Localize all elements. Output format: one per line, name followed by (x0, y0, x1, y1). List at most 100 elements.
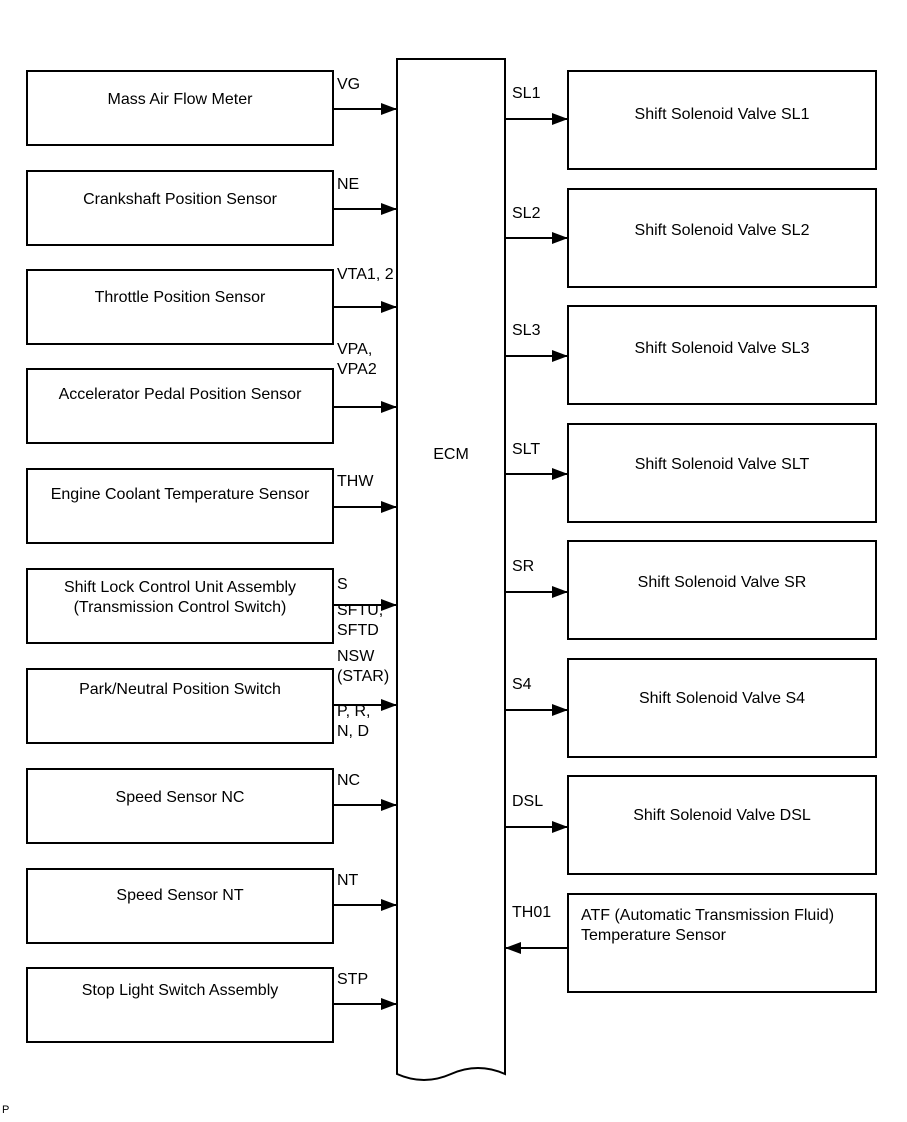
mass-air-flow-meter-signal: VG (337, 75, 360, 95)
stop-light-switch-assembly-signal: STP (337, 970, 368, 990)
text-line: NC (337, 772, 361, 789)
shift-solenoid-valve-slt-box: Shift Solenoid Valve SLT (567, 423, 877, 523)
speed-sensor-nt-box: Speed Sensor NT (26, 868, 334, 944)
shift-solenoid-valve-slt-arrow (506, 468, 568, 480)
park-neutral-position-switch-signal-below: P, R, N, D (337, 702, 371, 742)
text-line: VTA1, 2 (337, 266, 394, 283)
atf-temperature-sensor-label: ATF (Automatic Transmission Fluid) Temper… (581, 906, 875, 946)
text-line: P, R, (337, 703, 371, 720)
text-line: NSW (337, 648, 375, 665)
text-line: Crankshaft Position Sensor (83, 191, 277, 208)
shift-solenoid-valve-s4-signal: S4 (512, 676, 532, 693)
shift-solenoid-valve-sl1-box: Shift Solenoid Valve SL1 (567, 70, 877, 170)
shift-solenoid-valve-sl2-signal: SL2 (512, 205, 541, 222)
text-line: Shift Solenoid Valve SR (637, 574, 807, 591)
corner-mark: P (2, 1104, 10, 1116)
text-line: Temperature Sensor (581, 927, 726, 944)
throttle-position-sensor-label: Throttle Position Sensor (28, 288, 332, 308)
text-line: Shift Solenoid Valve DSL (633, 807, 811, 824)
shift-solenoid-valve-sl3-box: Shift Solenoid Valve SL3 (567, 305, 877, 405)
stop-light-switch-assembly-box: Stop Light Switch Assembly (26, 967, 334, 1043)
shift-lock-control-unit-assembly-arrow (334, 599, 397, 611)
speed-sensor-nc-label: Speed Sensor NC (28, 788, 332, 808)
speed-sensor-nt-label: Speed Sensor NT (28, 886, 332, 906)
shift-solenoid-valve-sl1-arrow (506, 113, 568, 125)
throttle-position-sensor-arrow (334, 301, 397, 313)
shift-lock-control-unit-assembly-signal: S (337, 575, 348, 595)
shift-solenoid-valve-sl1-label: Shift Solenoid Valve SL1 (569, 105, 875, 125)
stop-light-switch-assembly-label: Stop Light Switch Assembly (28, 981, 332, 1001)
shift-lock-control-unit-assembly-signal-below: SFTU,SFTD (337, 601, 383, 641)
text-line: Speed Sensor NT (116, 887, 244, 904)
text-line: NE (337, 176, 360, 193)
accelerator-pedal-position-sensor-box: Accelerator Pedal Position Sensor (26, 368, 334, 444)
text-line: Shift Solenoid Valve S4 (638, 690, 806, 707)
text-line: Shift Solenoid Valve SL2 (634, 222, 810, 239)
text-line: Shift Lock Control Unit Assembly (63, 579, 297, 596)
text-line: Speed Sensor NC (115, 789, 245, 806)
text-line: VG (337, 76, 361, 93)
crankshaft-position-sensor-arrow (334, 203, 397, 215)
text-line: N, D (337, 723, 369, 740)
engine-coolant-temperature-sensor-signal: THW (337, 472, 373, 492)
shift-solenoid-valve-s4-label: Shift Solenoid Valve S4 (569, 689, 875, 709)
shift-solenoid-valve-sr-signal: SR (512, 558, 535, 575)
speed-sensor-nt-arrow (334, 899, 397, 911)
shift-solenoid-valve-sl3-arrow (506, 350, 568, 362)
throttle-position-sensor-box: Throttle Position Sensor (26, 269, 334, 345)
atf-temperature-sensor-arrow (505, 942, 567, 954)
mass-air-flow-meter-label: Mass Air Flow Meter (28, 90, 332, 110)
text-line: Throttle Position Sensor (94, 289, 266, 306)
crankshaft-position-sensor-signal: NE (337, 175, 359, 195)
accelerator-pedal-position-sensor-label: Accelerator Pedal Position Sensor (28, 385, 332, 405)
ecm-block (396, 58, 506, 1081)
speed-sensor-nc-box: Speed Sensor NC (26, 768, 334, 844)
engine-coolant-temperature-sensor-arrow (334, 501, 397, 513)
shift-solenoid-valve-sl1-signal: SL1 (512, 85, 541, 102)
shift-solenoid-valve-sr-arrow (506, 586, 568, 598)
text-line: Mass Air Flow Meter (107, 91, 253, 108)
text-line: VPA, (337, 341, 373, 358)
accelerator-pedal-position-sensor-signal: VPA, VPA2 (337, 340, 377, 380)
text-line: VPA2 (337, 361, 377, 378)
atf-temperature-sensor-signal: TH01 (512, 904, 552, 921)
accelerator-pedal-position-sensor-arrow (334, 401, 397, 413)
park-neutral-position-switch-signal: NSW (STAR) (337, 647, 389, 687)
text-line: (STAR) (337, 668, 390, 685)
text-line: Engine Coolant Temperature Sensor (50, 486, 310, 503)
crankshaft-position-sensor-box: Crankshaft Position Sensor (26, 170, 334, 246)
shift-solenoid-valve-s4-arrow (506, 704, 568, 716)
shift-solenoid-valve-sl2-label: Shift Solenoid Valve SL2 (569, 221, 875, 241)
stop-light-switch-assembly-arrow (334, 998, 397, 1010)
engine-coolant-temperature-sensor-label: Engine Coolant Temperature Sensor (28, 485, 332, 505)
mass-air-flow-meter-box: Mass Air Flow Meter (26, 70, 334, 146)
text-line: SFTD (337, 622, 379, 639)
shift-solenoid-valve-sl3-label: Shift Solenoid Valve SL3 (569, 339, 875, 359)
engine-coolant-temperature-sensor-box: Engine Coolant Temperature Sensor (26, 468, 334, 544)
park-neutral-position-switch-box: Park/Neutral Position Switch (26, 668, 334, 744)
text-line: Shift Solenoid Valve SL1 (634, 106, 810, 123)
text-line: THW (337, 473, 374, 490)
shift-solenoid-valve-s4-box: Shift Solenoid Valve S4 (567, 658, 877, 758)
speed-sensor-nt-signal: NT (337, 871, 358, 891)
text-line: Stop Light Switch Assembly (81, 982, 279, 999)
mass-air-flow-meter-arrow (334, 103, 397, 115)
shift-solenoid-valve-sr-label: Shift Solenoid Valve SR (569, 573, 875, 593)
text-line: Accelerator Pedal Position Sensor (58, 386, 302, 403)
atf-temperature-sensor-box: ATF (Automatic Transmission Fluid) Temper… (567, 893, 877, 993)
text-line: NT (337, 872, 359, 889)
park-neutral-position-switch-label: Park/Neutral Position Switch (28, 680, 332, 700)
shift-lock-control-unit-assembly-box: Shift Lock Control Unit Assembly(Transmi… (26, 568, 334, 644)
crankshaft-position-sensor-label: Crankshaft Position Sensor (28, 190, 332, 210)
ecm-label: ECM (433, 446, 469, 463)
text-line: S (337, 576, 348, 593)
park-neutral-position-switch-arrow (334, 699, 397, 711)
shift-solenoid-valve-sl2-box: Shift Solenoid Valve SL2 (567, 188, 877, 288)
shift-solenoid-valve-sl2-arrow (506, 232, 568, 244)
shift-solenoid-valve-sr-box: Shift Solenoid Valve SR (567, 540, 877, 640)
shift-solenoid-valve-dsl-label: Shift Solenoid Valve DSL (569, 806, 875, 826)
shift-solenoid-valve-sl3-signal: SL3 (512, 322, 541, 339)
shift-solenoid-valve-slt-label: Shift Solenoid Valve SLT (569, 455, 875, 475)
shift-solenoid-valve-dsl-arrow (506, 821, 568, 833)
text-line: ATF (Automatic Transmission Fluid) (581, 907, 835, 924)
